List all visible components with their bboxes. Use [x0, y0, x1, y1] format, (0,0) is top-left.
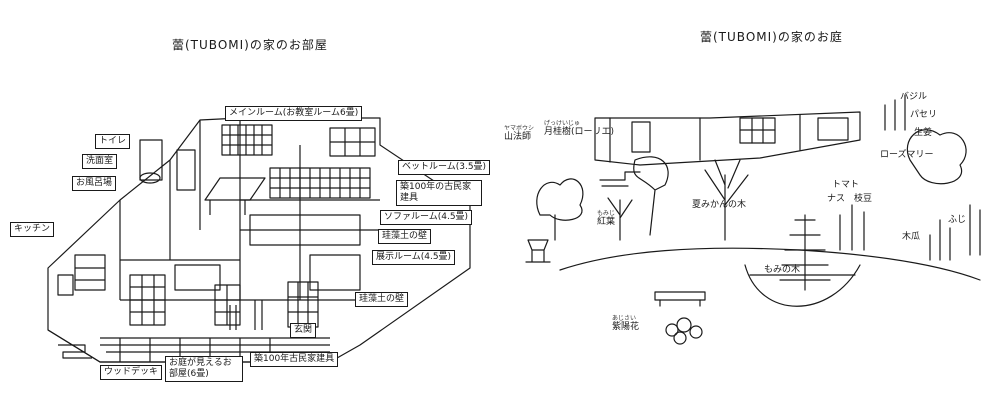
gekkeiju-ruby: げっけいじゅ: [544, 120, 581, 127]
rooms-panel: 蕾(TUBOMI)の家のお部屋: [0, 0, 500, 412]
label-momi: もみの木: [764, 265, 801, 275]
rooms-title: 蕾(TUBOMI)の家のお部屋: [172, 38, 328, 52]
label-ginger: 生姜: [914, 128, 933, 138]
koyo-name: 紅葉: [597, 217, 616, 227]
label-tomato: トマト: [832, 180, 860, 190]
label-gekkeiju: げっけいじゅ 月桂樹(ローリエ): [542, 120, 616, 138]
label-display-room: 展示ルーム(4.5畳): [372, 250, 456, 265]
label-wood-deck: ウッドデッキ: [100, 365, 163, 380]
yamaboshi-name: 山法師: [504, 132, 532, 142]
koyo-ruby: もみじ: [597, 210, 616, 217]
label-clay-wall-2: 珪藻土の壁: [355, 292, 409, 307]
ajisai-ruby: あじさい: [612, 315, 637, 322]
label-parsley: パセリ: [910, 110, 938, 120]
label-kikyo: 木瓜: [902, 232, 921, 242]
label-fuji: ふじ: [948, 215, 967, 225]
gekkeiju-name: 月桂樹(ローリエ): [544, 127, 615, 137]
garden-panel: 蕾(TUBOMI)の家のお庭: [500, 0, 1000, 412]
garden-title: 蕾(TUBOMI)の家のお庭: [700, 30, 843, 44]
label-kitchen: キッチン: [10, 222, 55, 237]
label-basil: バジル: [900, 92, 928, 102]
label-clay-wall: 珪藻土の壁: [378, 229, 432, 244]
label-washroom: 洗面室: [82, 154, 118, 169]
label-bathroom: お風呂場: [72, 176, 117, 191]
label-eggplant: ナス: [827, 194, 846, 204]
label-bed-room: ベットルーム(3.5畳): [398, 160, 491, 175]
label-entrance: 玄関: [290, 323, 317, 338]
garden-sketch: [500, 0, 1000, 412]
ajisai-name: 紫陽花: [612, 322, 640, 332]
label-yamaboshi: ヤマボウシ 山法師: [502, 125, 536, 143]
label-sofa-room: ソファルーム(4.5畳): [380, 210, 473, 225]
yamaboshi-ruby: ヤマボウシ: [504, 125, 535, 132]
label-old-house-fittings: 築100年の古民家建具: [396, 180, 482, 206]
label-garden-view-room: お庭が見えるお部屋(6畳): [165, 356, 243, 382]
label-koyo: もみじ 紅葉: [595, 210, 617, 228]
label-edamame: 枝豆: [854, 194, 873, 204]
label-main-room: メインルーム(お教室ルーム6畳): [225, 106, 363, 121]
label-old-house-fittings-2: 築100年古民家建具: [250, 352, 339, 367]
label-ajisai: あじさい 紫陽花: [610, 315, 641, 333]
label-rosemary: ローズマリー: [880, 150, 934, 160]
label-mikan: 夏みかんの木: [692, 200, 747, 210]
label-toilet: トイレ: [95, 134, 131, 149]
house-floorplan-sketch: [0, 0, 500, 412]
